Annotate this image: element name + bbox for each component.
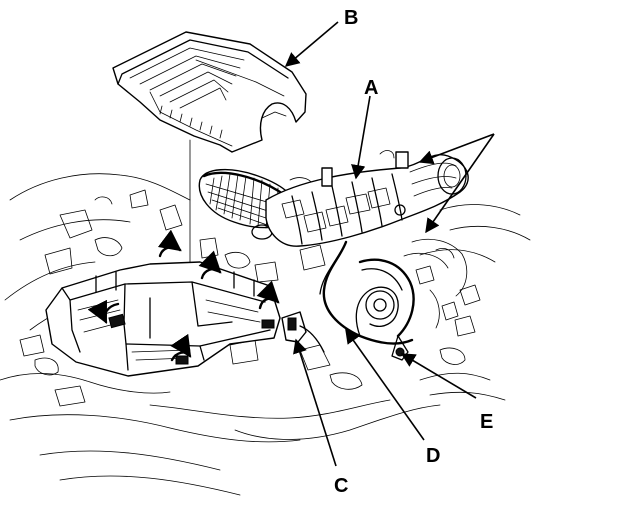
engine-cover[interactable] (112, 31, 307, 153)
clip-icon[interactable] (157, 229, 182, 258)
clip-icon[interactable] (170, 333, 192, 362)
wire-harness[interactable] (319, 240, 414, 345)
callout-a: A (364, 77, 378, 99)
leader-lines (284, 21, 495, 467)
air-cleaner-housing[interactable] (45, 261, 281, 377)
callout-b: B (344, 7, 358, 29)
breather-hose[interactable] (358, 258, 415, 361)
leader-line-a (351, 95, 371, 180)
leader-line-e-1 (418, 133, 495, 165)
callout-e: E (480, 411, 493, 433)
callout-d: D (426, 445, 440, 467)
leader-line-e-3 (400, 353, 477, 399)
throttle-body (403, 238, 468, 329)
housing-clips (87, 229, 280, 365)
leader-line-d (345, 328, 425, 441)
clip-icon[interactable] (198, 250, 222, 280)
leader-line-b (284, 21, 339, 67)
sensor-connector[interactable] (281, 311, 325, 353)
leader-line-c (293, 338, 337, 467)
intake-duct[interactable] (265, 150, 469, 247)
clip-icon[interactable] (256, 280, 280, 310)
clip-icon[interactable] (87, 299, 120, 324)
callout-c: C (334, 475, 348, 497)
leader-line-e-2 (425, 133, 495, 234)
